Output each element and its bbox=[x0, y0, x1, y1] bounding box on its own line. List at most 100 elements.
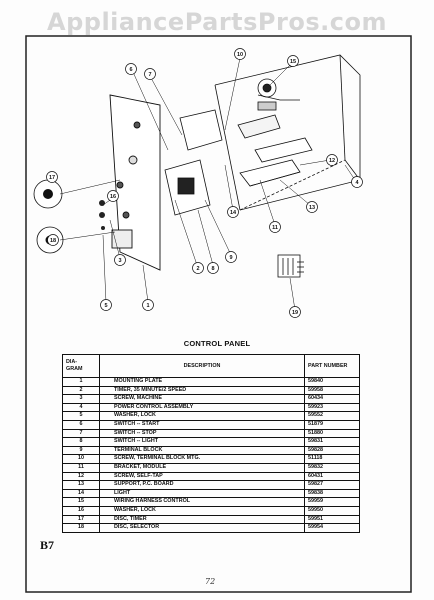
callout-4: 4 bbox=[355, 180, 359, 186]
row-part-number: 59951 bbox=[304, 514, 360, 525]
row-part-number: 59840 bbox=[304, 377, 360, 387]
row-description: WASHER, LOCK bbox=[99, 505, 305, 516]
row-part-number: 51118 bbox=[304, 454, 360, 464]
row-part-number: 59827 bbox=[304, 480, 360, 490]
row-diagram-number: 4 bbox=[62, 402, 100, 413]
row-part-number: 60431 bbox=[304, 471, 360, 482]
callout-12: 12 bbox=[329, 158, 335, 164]
callout-16: 16 bbox=[110, 194, 116, 200]
row-diagram-number: 5 bbox=[62, 411, 100, 421]
row-part-number: 51880 bbox=[304, 428, 360, 439]
callout-18: 18 bbox=[50, 238, 56, 244]
row-description: MOUNTING PLATE bbox=[99, 377, 305, 387]
callout-7: 7 bbox=[148, 72, 151, 78]
row-part-number: 59954 bbox=[304, 523, 360, 533]
row-diagram-number: 16 bbox=[62, 505, 100, 516]
row-part-number: 59950 bbox=[304, 505, 360, 516]
row-description: POWER CONTROL ASSEMBLY bbox=[99, 402, 305, 413]
row-description: SUPPORT, P.C. BOARD bbox=[99, 480, 305, 490]
row-diagram-number: 1 bbox=[62, 377, 100, 387]
callout-3: 3 bbox=[118, 258, 121, 264]
row-diagram-number: 6 bbox=[62, 419, 100, 430]
callout-8: 8 bbox=[211, 266, 214, 272]
row-part-number: 59958 bbox=[304, 385, 360, 396]
row-part-number: 51879 bbox=[304, 419, 360, 430]
row-description: DISC, TIMER bbox=[99, 514, 305, 525]
section-title: CONTROL PANEL bbox=[183, 339, 251, 348]
row-diagram-number: 14 bbox=[62, 488, 100, 499]
row-diagram-number: 13 bbox=[62, 480, 100, 490]
callout-11: 11 bbox=[272, 225, 278, 231]
callout-1: 1 bbox=[146, 303, 149, 309]
row-diagram-number: 11 bbox=[62, 462, 100, 473]
row-diagram-number: 17 bbox=[62, 514, 100, 525]
callout-6: 6 bbox=[129, 67, 132, 73]
row-description: BRACKET, MODULE bbox=[99, 462, 305, 473]
row-part-number: 59552 bbox=[304, 411, 360, 421]
row-diagram-number: 3 bbox=[62, 394, 100, 404]
row-description: TERMINAL BLOCK bbox=[99, 445, 305, 456]
table-header-row: DIA- GRAM DESCRIPTION PART NUMBER bbox=[62, 354, 360, 378]
row-diagram-number: 2 bbox=[62, 385, 100, 396]
page-code: B7 bbox=[40, 538, 55, 552]
row-part-number: 59959 bbox=[304, 497, 360, 507]
callout-numbers: 1 2 3 4 5 6 7 8 9 10 11 12 13 14 15 16 1… bbox=[49, 52, 360, 316]
row-description: SCREW, SELF-TAP bbox=[99, 471, 305, 482]
row-part-number: 59828 bbox=[304, 445, 360, 456]
row-diagram-number: 7 bbox=[62, 428, 100, 439]
row-description: WIRING HARNESS CONTROL bbox=[99, 497, 305, 507]
timer-assembly bbox=[164, 159, 211, 216]
row-diagram-number: 8 bbox=[62, 437, 100, 447]
row-description: SWITCH -- LIGHT bbox=[99, 437, 305, 447]
wiring-harness bbox=[277, 254, 304, 278]
row-part-number: 59838 bbox=[304, 488, 360, 499]
row-diagram-number: 18 bbox=[62, 523, 100, 533]
header-diagram-line1: DIA- bbox=[66, 359, 78, 365]
row-description: SWITCH -- START bbox=[99, 419, 305, 430]
header-diagram: DIA- GRAM bbox=[62, 354, 100, 378]
mounting-plate bbox=[109, 94, 161, 271]
callout-2: 2 bbox=[196, 266, 199, 272]
row-description: SCREW, TERMINAL BLOCK MTG. bbox=[99, 454, 305, 464]
handwritten-note: 72 bbox=[205, 577, 216, 586]
callout-15: 15 bbox=[290, 59, 296, 65]
callout-13: 13 bbox=[309, 205, 315, 211]
row-part-number: 59832 bbox=[304, 462, 360, 473]
header-description: DESCRIPTION bbox=[99, 354, 305, 378]
row-diagram-number: 10 bbox=[62, 454, 100, 464]
row-description: SCREW, MACHINE bbox=[99, 394, 305, 404]
row-part-number: 59831 bbox=[304, 437, 360, 447]
row-part-number: 59923 bbox=[304, 402, 360, 413]
row-diagram-number: 9 bbox=[62, 445, 100, 456]
callout-9: 9 bbox=[229, 255, 232, 261]
callout-markers bbox=[46, 48, 363, 318]
row-description: LIGHT bbox=[99, 488, 305, 499]
header-diagram-line2: GRAM bbox=[66, 366, 83, 372]
row-description: SWITCH -- STOP bbox=[99, 428, 305, 439]
row-part-number: 60434 bbox=[304, 394, 360, 404]
row-diagram-number: 12 bbox=[62, 471, 100, 482]
row-description: WASHER, LOCK bbox=[99, 411, 305, 421]
callout-17: 17 bbox=[49, 175, 55, 181]
control-box-outline bbox=[214, 54, 361, 211]
callout-10: 10 bbox=[237, 52, 243, 58]
row-description: TIMER, 35 MINUTE/2 SPEED bbox=[99, 385, 305, 396]
